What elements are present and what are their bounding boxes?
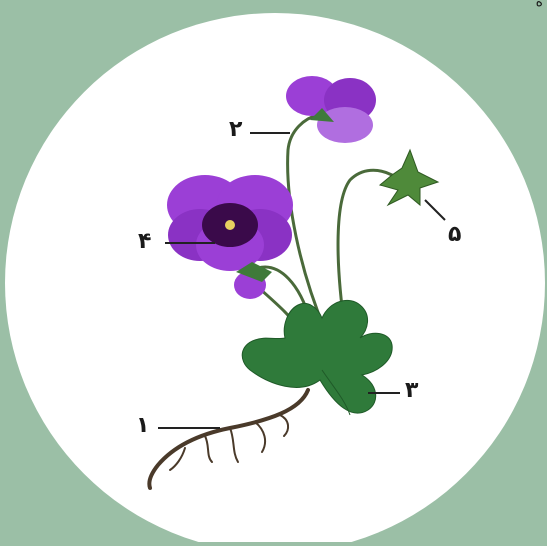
open-flower	[167, 175, 293, 271]
corner-text: ه	[536, 0, 543, 10]
label-leaf: ۳	[405, 380, 418, 402]
label-bud: ۵	[448, 224, 461, 246]
label-root: ۱	[136, 415, 149, 437]
label-flower: ۴	[138, 231, 151, 253]
circle-backdrop	[5, 13, 545, 542]
label-stem: ۲	[229, 119, 242, 141]
